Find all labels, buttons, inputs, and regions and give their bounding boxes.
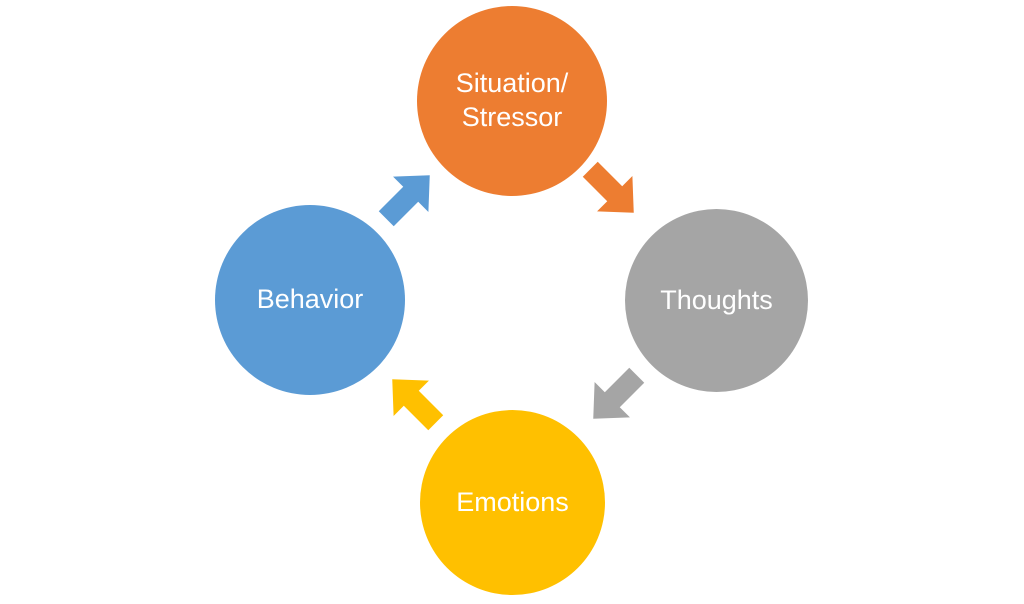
node-thoughts: Thoughts	[625, 209, 808, 392]
emotions-to-behavior-arrow	[374, 361, 453, 440]
thoughts-to-emotions-arrow	[575, 357, 654, 436]
node-situation-label: Situation/ Stressor	[456, 67, 569, 135]
node-thoughts-label: Thoughts	[660, 284, 773, 315]
node-emotions: Emotions	[420, 410, 605, 595]
node-emotions-label: Emotions	[456, 486, 569, 517]
node-situation-stressor: Situation/ Stressor	[417, 6, 607, 196]
situation-to-thoughts-arrow	[572, 151, 651, 230]
node-situation-label-line2: Stressor	[461, 102, 563, 132]
node-behavior-label: Behavior	[256, 284, 364, 315]
behavior-to-situation-arrow	[368, 157, 447, 236]
node-behavior: Behavior	[215, 205, 405, 395]
node-situation-label-line1: Situation/	[455, 68, 569, 99]
